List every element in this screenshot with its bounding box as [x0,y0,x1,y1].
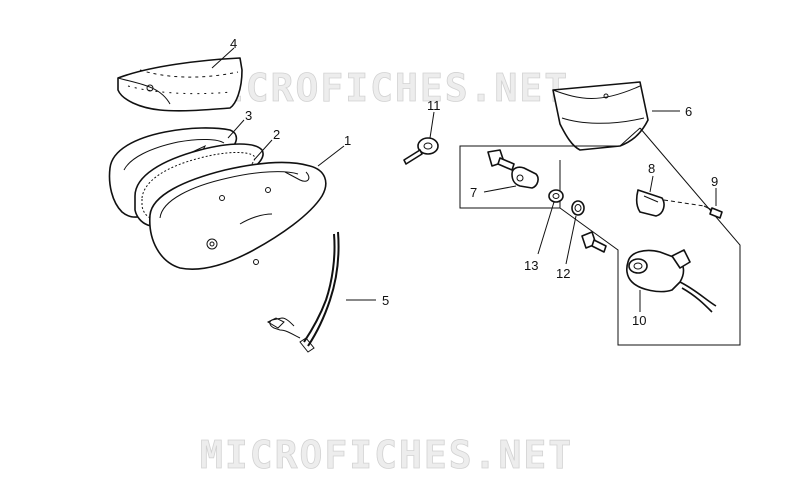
callout-10: 10 [632,313,646,328]
callout-11: 11 [427,98,441,113]
callout-4: 4 [230,36,237,51]
callout-2: 2 [273,127,280,142]
part-4-tool-bag[interactable] [117,57,243,112]
callout-1: 1 [344,133,351,148]
leader-12 [565,215,577,265]
leader-8 [649,175,654,193]
leader-3 [227,119,245,139]
part-7-lock-barrel[interactable] [487,149,539,189]
callout-8: 8 [648,161,655,176]
part-12-ring[interactable] [571,200,585,216]
leader-7 [483,185,517,193]
callout-7: 7 [470,185,477,200]
part-11-key[interactable] [403,137,439,165]
leader-13 [537,201,555,255]
part-5-cable[interactable] [266,231,340,353]
part-6-document-bag[interactable] [552,81,649,151]
lock-key[interactable] [581,231,607,253]
callout-3: 3 [245,108,252,123]
leader-11 [429,111,435,139]
part-10-ignition-switch[interactable] [626,249,717,313]
leader-4 [211,47,235,69]
part-1-main-cover[interactable] [149,161,327,270]
leader-2 [253,139,273,161]
callout-9: 9 [711,174,718,189]
part-8-bracket[interactable] [635,189,665,217]
callout-5: 5 [382,293,389,308]
callout-13: 13 [524,258,538,273]
watermark-bottom: MICROFICHES.NET [200,433,573,477]
leader-1 [317,145,345,167]
part-13-washer[interactable] [548,189,564,203]
callout-12: 12 [556,266,570,281]
part-9-screw[interactable] [663,199,723,219]
callout-6: 6 [685,104,692,119]
watermark-top: MICROFICHES.NET [196,66,569,110]
kit-outline-lower [559,127,741,346]
